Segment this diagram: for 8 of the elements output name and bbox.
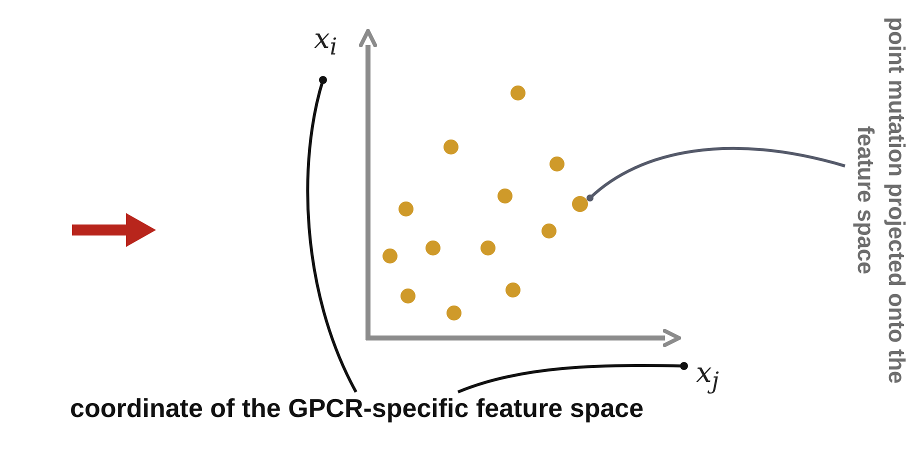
axis-label: x$_{j}$ (696, 356, 720, 395)
axis-label: x$_{i}$ (314, 22, 338, 61)
leader-line (586, 147, 846, 202)
leader-line (306, 76, 358, 393)
scatter-dot (572, 196, 588, 212)
leader-line (457, 362, 688, 394)
vertical-caption: point mutation projected onto the feature space (846, 4, 912, 396)
caption-text: coordinate of the GPCR-specific feature space (70, 393, 644, 424)
